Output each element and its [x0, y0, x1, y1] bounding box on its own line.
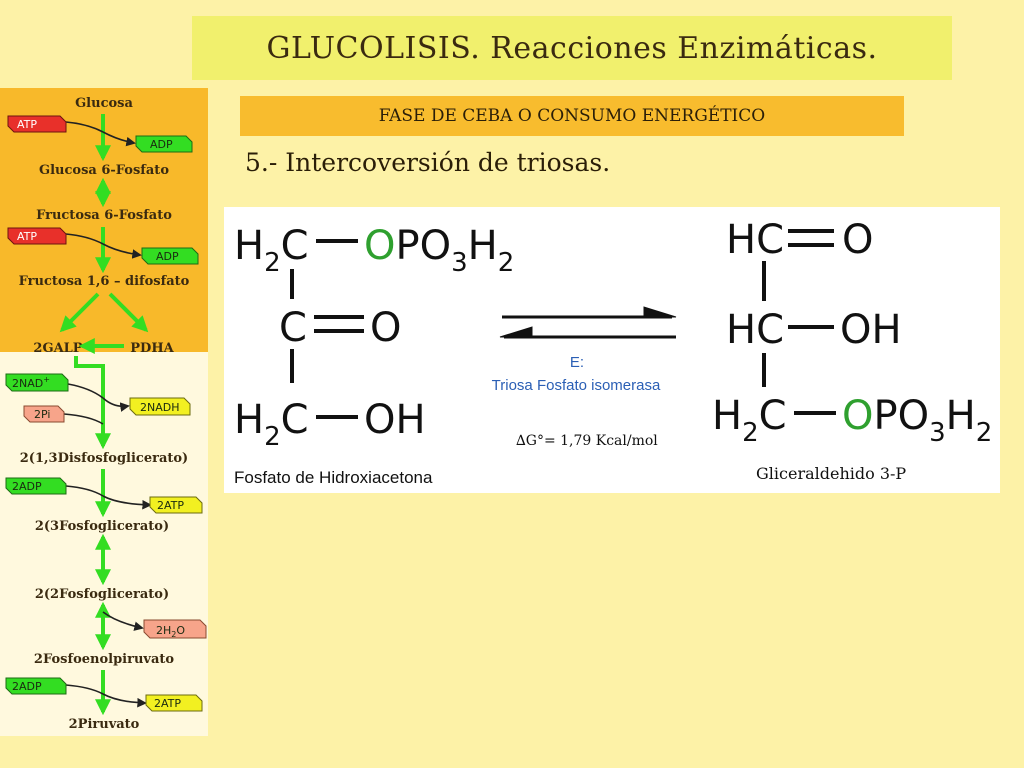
svg-text:C: C — [279, 305, 307, 351]
step-glucosa: Glucosa — [75, 96, 133, 111]
svg-text:OPO3H2: OPO3H2 — [364, 223, 514, 278]
side-arrow-nadh — [102, 397, 130, 412]
cofactor-2atp-1: 2ATP — [149, 496, 203, 514]
svg-text:O: O — [370, 305, 401, 351]
molecule-dihydroxyacetone-phosphate: H2C OPO3H2 C O H2C OH — [234, 223, 514, 452]
svg-text:H2C: H2C — [712, 393, 787, 448]
right-molecule-name: Gliceraldehido 3-P — [756, 464, 906, 483]
step-2-piruvato: 2Piruvato — [69, 717, 140, 732]
side-arrow-adp2 — [102, 243, 142, 259]
step-pdha: PDHA — [130, 341, 174, 356]
svg-text:H2C: H2C — [234, 223, 309, 278]
side-arrow-adp4 — [65, 684, 104, 695]
svg-text:2ADP: 2ADP — [12, 680, 42, 693]
svg-text:2Pi: 2Pi — [34, 408, 50, 421]
title-banner: GLUCOLISIS. Reacciones Enzimáticas. — [192, 16, 952, 80]
svg-text:2ATP: 2ATP — [154, 697, 181, 710]
svg-text:HC: HC — [726, 217, 784, 263]
cofactor-2atp-2: 2ATP — [145, 694, 203, 712]
step-2-1-3-disfosfoglicerato: 2(1,3Disfosfoglicerato) — [20, 451, 188, 466]
cofactor-2nadh: 2NADH — [129, 397, 191, 416]
svg-text:ATP: ATP — [17, 230, 37, 243]
svg-text:ADP: ADP — [156, 250, 179, 263]
side-arrow-atp4 — [102, 693, 147, 708]
svg-text:2NADH: 2NADH — [140, 401, 180, 414]
phase-label: FASE DE CEBA O CONSUMO ENERGÉTICO — [378, 106, 766, 126]
svg-text:OH: OH — [840, 307, 902, 353]
side-arrow-adp3 — [65, 485, 104, 497]
gibbs-energy: ∆G°= 1,79 Kcal/mol — [516, 433, 658, 449]
side-arrow-atp3 — [102, 495, 152, 510]
svg-text:HC: HC — [726, 307, 784, 353]
svg-text:2ADP: 2ADP — [12, 480, 42, 493]
step-glucosa-6-fosfato: Glucosa 6-Fosfato — [39, 163, 169, 178]
step-2galp: 2GALP — [33, 341, 82, 356]
reaction-panel: H2C OPO3H2 C O H2C OH HC O — [224, 207, 1000, 493]
side-arrow-atp1 — [65, 121, 104, 133]
svg-text:O: O — [842, 217, 873, 263]
page-title: GLUCOLISIS. Reacciones Enzimáticas. — [266, 30, 878, 66]
side-arrow-adp1 — [102, 131, 136, 147]
phase-banner: FASE DE CEBA O CONSUMO ENERGÉTICO — [240, 96, 904, 136]
side-arrow-atp2 — [65, 233, 104, 245]
left-molecule-name: Fosfato de Hidroxiacetona — [234, 468, 433, 487]
step-fructosa-1-6-difosfato: Fructosa 1,6 – difosfato — [19, 274, 190, 289]
svg-text:OPO3H2: OPO3H2 — [842, 393, 992, 448]
equilibrium-arrows — [499, 306, 677, 339]
molecule-glyceraldehyde-3-phosphate: HC O HC OH H2C OPO3H2 — [712, 217, 992, 448]
cofactor-atp-1: ATP — [7, 115, 67, 133]
glycolysis-pathway: Glucosa Glucosa 6-Fosfato Fructosa 6-Fos… — [5, 96, 207, 732]
step-2-2-fosfoglicerato: 2(2Fosfoglicerato) — [35, 587, 169, 602]
svg-text:OH: OH — [364, 397, 426, 443]
cofactor-2h2o: 2H2O — [143, 619, 207, 639]
svg-text:2NAD+: 2NAD+ — [12, 375, 50, 390]
arrow-f16dp-to-2galp — [59, 292, 100, 333]
cofactor-adp-1: ADP — [135, 135, 193, 153]
cofactor-2nad: 2NAD+ — [5, 373, 69, 392]
step-2-fosfoenolpiruvato: 2Fosfoenolpiruvato — [34, 652, 174, 667]
svg-text:ATP: ATP — [17, 118, 37, 131]
svg-text:H2C: H2C — [234, 397, 309, 452]
step-2-3-fosfoglicerato: 2(3Fosfoglicerato) — [35, 519, 169, 534]
enzyme-name: Triosa Fosfato isomerasa — [492, 377, 661, 394]
enzyme-label: E: — [570, 354, 584, 371]
cofactor-2pi: 2Pi — [23, 405, 65, 423]
cofactor-adp-2: ADP — [141, 247, 199, 265]
svg-text:2ATP: 2ATP — [157, 499, 184, 512]
cofactor-atp-2: ATP — [7, 227, 67, 245]
arrow-f16dp-to-pdha — [108, 292, 149, 333]
svg-text:ADP: ADP — [150, 138, 173, 151]
arrow-2galp-to-13dpg — [74, 356, 111, 450]
section-subtitle: 5.- Intercoversión de triosas. — [245, 148, 611, 177]
side-arrow-nad — [67, 383, 104, 399]
side-arrow-pi — [63, 413, 104, 425]
cofactor-2adp-2: 2ADP — [5, 677, 67, 695]
svg-text:2H2O: 2H2O — [156, 624, 185, 639]
step-fructosa-6-fosfato: Fructosa 6-Fosfato — [36, 208, 172, 223]
cofactor-2adp-1: 2ADP — [5, 477, 67, 495]
triose-isomerization-diagram: H2C OPO3H2 C O H2C OH HC O — [234, 217, 992, 487]
side-arrow-water — [102, 611, 144, 631]
